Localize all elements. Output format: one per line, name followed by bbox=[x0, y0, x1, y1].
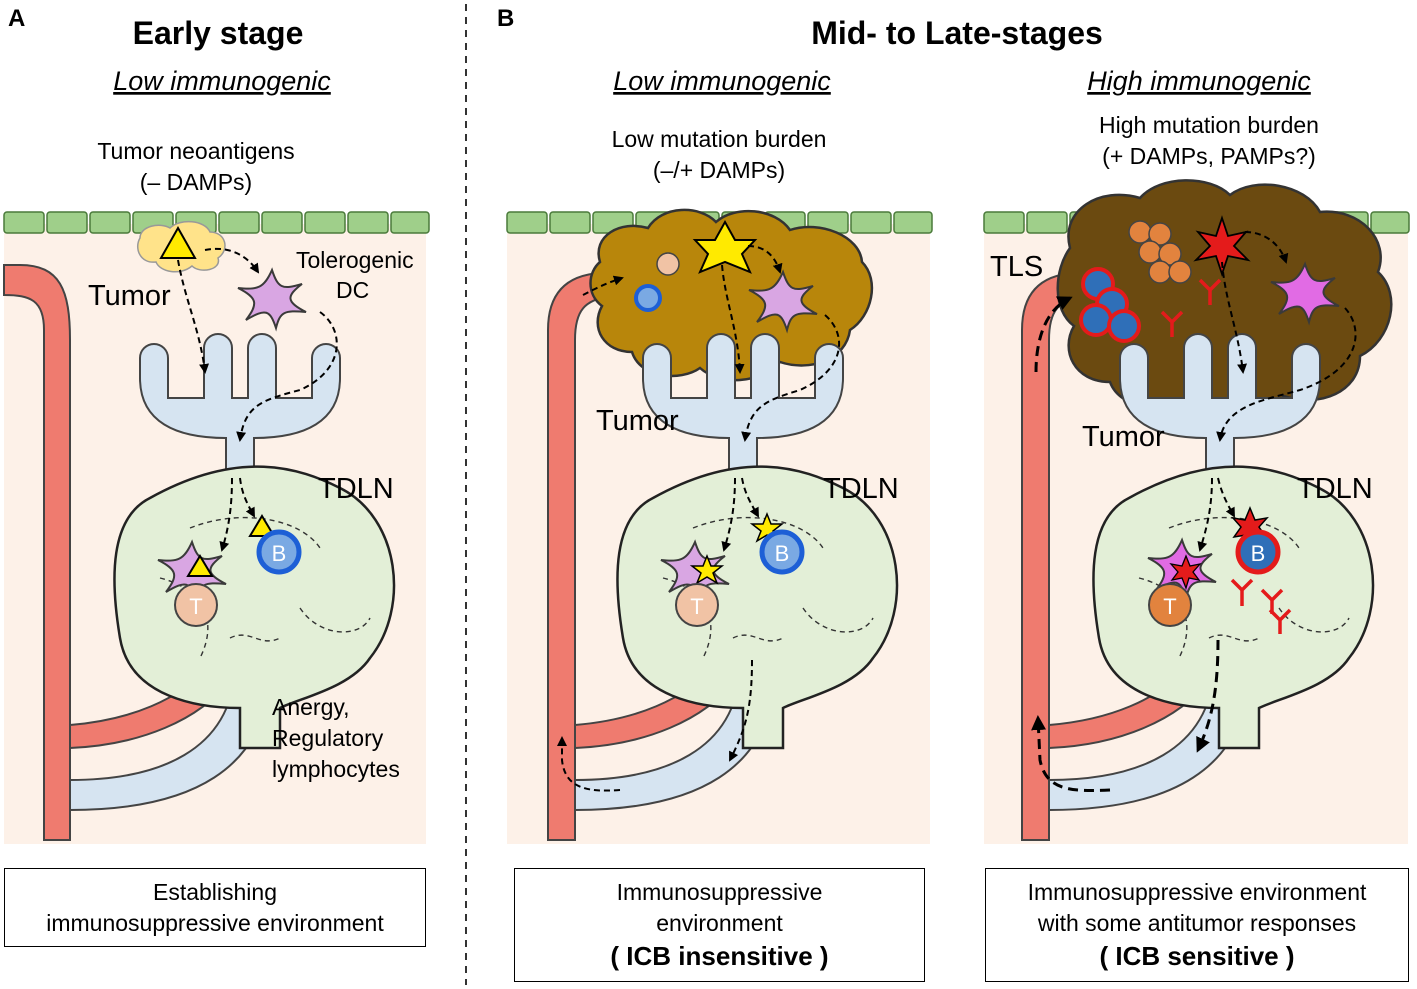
high-burden-line2: (+ DAMPs, PAMPs?) bbox=[1102, 143, 1316, 169]
low-t-cell bbox=[675, 583, 719, 627]
low-burden-line2: (–/+ DAMPs) bbox=[653, 157, 785, 183]
panel-a-caption: Establishing immunosuppressive environme… bbox=[4, 868, 426, 947]
high-subtitle: High immunogenic bbox=[1087, 66, 1311, 96]
panel-b-low: Low immunogenic Low mutation burden (–/+… bbox=[506, 66, 933, 844]
low-caption-line3: ( ICB insensitive ) bbox=[610, 941, 829, 971]
high-b-cell bbox=[1235, 529, 1281, 575]
high-t-cell-cluster bbox=[1128, 220, 1192, 284]
panel-a-outcome-line2: Regulatory bbox=[272, 725, 384, 751]
high-presented-star bbox=[1169, 554, 1202, 590]
t-cell bbox=[174, 583, 218, 627]
high-caption-line3: ( ICB sensitive ) bbox=[1099, 941, 1295, 971]
high-tdln-label: TDLN bbox=[1297, 473, 1373, 505]
panel-a-letter: A bbox=[8, 5, 25, 32]
panel-b-letter: B bbox=[497, 5, 514, 32]
low-t-cell-infiltrate bbox=[656, 252, 680, 276]
panel-a-outcome-line1: Anergy, bbox=[272, 694, 350, 720]
high-caption: Immunosuppressive environment with some … bbox=[985, 868, 1409, 982]
high-caption-line2: with some antitumor responses bbox=[1037, 910, 1357, 936]
panel-a-tdln-label: TDLN bbox=[318, 473, 394, 505]
low-antigen-star bbox=[692, 219, 758, 274]
blood-vessel bbox=[3, 264, 71, 841]
panel-a-tumor-label: Tumor bbox=[88, 280, 171, 312]
panel-a-antigen-line1: Tumor neoantigens bbox=[97, 138, 294, 164]
high-t-cell-label: T bbox=[1163, 594, 1176, 619]
panel-a-title: Early stage bbox=[133, 15, 304, 51]
panel-b-high: High immunogenic High mutation burden (+… bbox=[983, 66, 1410, 844]
high-tls-label: TLS bbox=[990, 251, 1043, 283]
panel-a-dc-line2: DC bbox=[336, 277, 369, 303]
high-antibodies-node bbox=[1230, 578, 1292, 634]
low-b-cell-infiltrate bbox=[634, 284, 662, 312]
low-subtitle: Low immunogenic bbox=[613, 66, 831, 96]
low-b-cell bbox=[759, 529, 805, 575]
panel-a-caption-line1: Establishing bbox=[152, 878, 278, 905]
high-caption-line1: Immunosuppressive environment bbox=[1027, 879, 1367, 905]
low-tumor-label: Tumor bbox=[596, 405, 679, 437]
b-cell-label: B bbox=[272, 541, 287, 566]
low-tumor-mass bbox=[589, 208, 874, 382]
free-antigen-triangle bbox=[248, 514, 276, 537]
low-free-star bbox=[749, 511, 785, 543]
neoantigen-triangle bbox=[159, 225, 197, 259]
high-b-cell-label: B bbox=[1251, 541, 1266, 566]
panel-a: A Early stage Low immunogenic Tumor neoa… bbox=[3, 5, 430, 844]
high-t-cell bbox=[1148, 583, 1192, 627]
high-tumor-label: Tumor bbox=[1082, 421, 1165, 453]
panel-a-antigen-line2: (– DAMPs) bbox=[140, 169, 252, 195]
low-tdln-label: TDLN bbox=[823, 473, 899, 505]
high-burden-line1: High mutation burden bbox=[1099, 112, 1319, 138]
low-t-cell-label: T bbox=[690, 594, 703, 619]
low-caption-line1: Immunosuppressive bbox=[616, 879, 823, 905]
high-antibodies-tumor bbox=[1160, 278, 1222, 337]
low-burden-line1: Low mutation burden bbox=[612, 126, 827, 152]
low-b-cell-label: B bbox=[775, 541, 790, 566]
low-caption: Immunosuppressive environment ( ICB inse… bbox=[514, 868, 925, 982]
tls-b-cell-cluster bbox=[1079, 267, 1141, 343]
panel-b-title: Mid- to Late-stages bbox=[811, 15, 1103, 51]
t-cell-label: T bbox=[189, 594, 202, 619]
panel-a-outcome-line3: lymphocytes bbox=[272, 756, 400, 782]
epithelium-layer bbox=[3, 211, 430, 234]
panel-a-caption-line2: immunosuppressive environment bbox=[46, 909, 384, 936]
panel-a-subtitle: Low immunogenic bbox=[113, 66, 331, 96]
low-caption-line2: environment bbox=[656, 910, 783, 936]
low-presented-star bbox=[689, 553, 725, 585]
panel-a-dc-line1: Tolerogenic bbox=[296, 247, 414, 273]
presented-antigen-triangle bbox=[186, 554, 214, 577]
b-cell bbox=[256, 529, 302, 575]
